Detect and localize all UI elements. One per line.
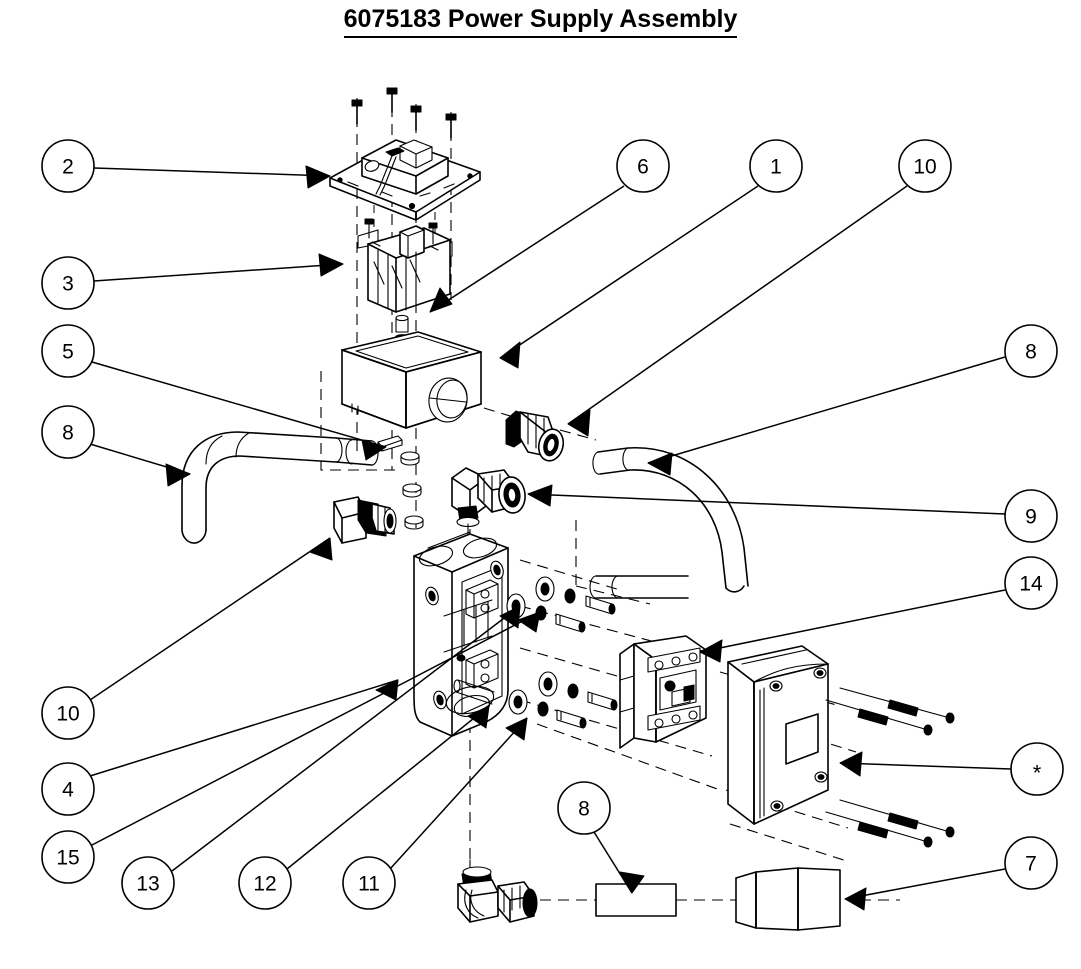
balloon-4[interactable]: 4: [41, 679, 399, 816]
balloon-10t-leader: [567, 185, 908, 425]
balloon-8r-leader: [647, 356, 1006, 464]
balloon-11-leader: [389, 717, 528, 870]
part-bottom-elbow-assembly: [457, 859, 677, 923]
balloon-3-leader: [93, 263, 344, 282]
balloon-6-label: 6: [637, 156, 649, 179]
balloon-7-label: 7: [1025, 853, 1037, 876]
balloon-8b-label: 8: [578, 798, 590, 821]
balloon-1-leader: [499, 185, 759, 359]
balloon-8r-circle[interactable]: [1004, 324, 1058, 378]
part-circuit-breaker: [619, 635, 707, 749]
balloon-5-circle[interactable]: [41, 324, 95, 378]
balloon-15-label: 15: [56, 847, 79, 870]
balloon-9-leader: [527, 493, 1006, 515]
title-block: 6075183 Power Supply Assembly: [0, 0, 1081, 38]
balloon-12-leader: [286, 705, 490, 870]
small-hardware-column: [400, 451, 424, 530]
balloon-12-circle[interactable]: [238, 856, 292, 910]
balloon-12[interactable]: 12: [238, 705, 490, 910]
balloon-13[interactable]: 13: [121, 605, 521, 910]
balloon-8r-label: 8: [1025, 341, 1037, 364]
balloon-10b-label: 10: [56, 703, 79, 726]
balloon-8l-leader: [89, 443, 191, 475]
balloon-4-label: 4: [62, 779, 74, 802]
balloon-8b-circle[interactable]: [557, 781, 611, 835]
balloon-8l-label: 8: [62, 422, 74, 445]
balloon-7-circle[interactable]: [1004, 836, 1058, 890]
hardware-lower-row-a: [538, 671, 618, 711]
balloon-8r[interactable]: 8: [647, 324, 1058, 464]
balloon-14-leader: [699, 589, 1006, 653]
part-cable-conduit-right: [589, 447, 749, 599]
bracket-screws: [351, 87, 457, 139]
part-mounting-bracket: [329, 139, 481, 221]
balloon-13-circle[interactable]: [121, 856, 175, 910]
balloon-11-label: 11: [358, 873, 380, 896]
balloon-star-circle[interactable]: [1010, 742, 1064, 796]
callout-layer: 2 6 1 10 3 5 8 8 9 14 10 4 15 13 12 11 8 * 7: [41, 139, 1064, 910]
part-cover-plate: [727, 645, 829, 825]
balloon-3[interactable]: 3: [41, 256, 344, 310]
balloon-1-circle[interactable]: [749, 139, 803, 193]
balloon-4-circle[interactable]: [41, 762, 95, 816]
balloon-star-label: *: [1033, 761, 1042, 786]
hardware-upper-row-a: [535, 576, 616, 615]
balloon-8l[interactable]: 8: [41, 405, 191, 475]
balloon-11[interactable]: 11: [342, 717, 528, 910]
balloon-14-circle[interactable]: [1004, 556, 1058, 610]
page-title: 6075183 Power Supply Assembly: [343, 5, 738, 38]
part-elbow-connector: [451, 467, 526, 541]
part-cable-gland-nut-lower: [333, 496, 397, 544]
balloon-15[interactable]: 15: [41, 611, 541, 884]
balloon-10t[interactable]: 10: [567, 139, 952, 425]
balloon-10t-circle[interactable]: [898, 139, 952, 193]
balloon-8l-circle[interactable]: [41, 405, 95, 459]
part-power-plug-connector: [735, 867, 841, 931]
balloon-14-label: 14: [1019, 573, 1043, 596]
balloon-2[interactable]: 2: [41, 139, 331, 193]
balloon-10b-circle[interactable]: [41, 686, 95, 740]
balloon-4-leader: [89, 679, 399, 777]
balloon-15-leader: [91, 611, 541, 846]
balloon-star-leader: [839, 762, 1012, 770]
balloon-10b-leader: [89, 537, 331, 701]
balloon-star[interactable]: *: [839, 742, 1064, 796]
balloon-3-circle[interactable]: [41, 256, 95, 310]
balloon-5-label: 5: [62, 341, 74, 364]
balloon-7[interactable]: 7: [844, 836, 1058, 900]
balloon-9[interactable]: 9: [527, 489, 1058, 543]
balloon-7-leader: [844, 868, 1006, 900]
balloon-5[interactable]: 5: [41, 324, 387, 448]
part-terminal-block: [357, 218, 453, 343]
balloon-6-leader: [429, 185, 625, 313]
hardware-lower-row-b: [508, 689, 587, 729]
balloon-3-label: 3: [62, 273, 74, 296]
balloon-6-circle[interactable]: [616, 139, 670, 193]
part-housing-body: [413, 531, 509, 737]
cover-screws: [825, 687, 955, 848]
balloon-2-label: 2: [62, 156, 74, 179]
balloon-14[interactable]: 14: [699, 556, 1058, 653]
balloon-9-circle[interactable]: [1004, 489, 1058, 543]
balloon-1-label: 1: [770, 156, 782, 179]
balloon-12-label: 12: [253, 873, 276, 896]
balloon-10t-label: 10: [913, 156, 936, 179]
balloon-5-leader: [91, 361, 387, 448]
balloon-1[interactable]: 1: [499, 139, 803, 359]
balloon-11-circle[interactable]: [342, 856, 396, 910]
balloon-9-label: 9: [1025, 506, 1037, 529]
balloon-13-label: 13: [136, 873, 159, 896]
balloon-10b[interactable]: 10: [41, 537, 331, 740]
part-enclosure-box: [341, 331, 482, 429]
balloon-2-leader: [93, 167, 331, 177]
balloon-15-circle[interactable]: [41, 830, 95, 884]
balloon-13-leader: [171, 605, 521, 872]
part-cable-gland-straight: [505, 410, 565, 462]
balloon-8b[interactable]: 8: [557, 781, 633, 894]
balloon-6[interactable]: 6: [429, 139, 670, 313]
balloon-2-circle[interactable]: [41, 139, 95, 193]
balloon-8b-leader: [593, 831, 633, 894]
